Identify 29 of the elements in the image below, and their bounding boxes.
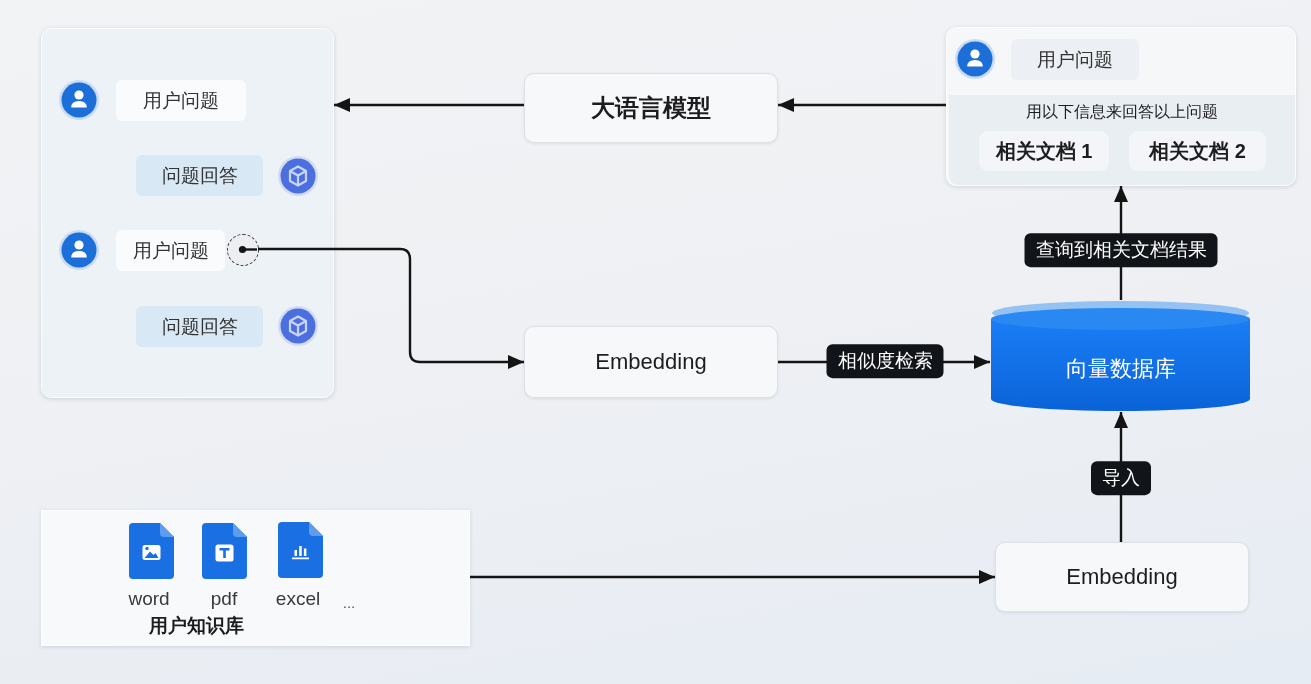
- edge-label: 查询到相关文档结果: [1024, 233, 1218, 267]
- knowledge-base-panel: [41, 510, 470, 646]
- file-label: excel: [275, 587, 321, 611]
- prompt-text: 用以下信息来回答以上问题: [1026, 102, 1218, 122]
- prompt-panel: [946, 27, 1296, 186]
- chat-panel: [41, 28, 334, 398]
- question-bubble: 用户问题: [116, 80, 246, 121]
- dashed-circle-icon: [227, 234, 259, 266]
- edge-label: 相似度检索: [826, 344, 944, 378]
- document-chip: 相关文档 2: [1129, 131, 1266, 171]
- database-label: 向量数据库: [1066, 355, 1176, 383]
- arrow: [258, 247, 524, 369]
- arrow: [470, 570, 995, 584]
- ellipsis: ...: [342, 594, 356, 612]
- file-label: word: [128, 587, 170, 611]
- document-chip: 相关文档 1: [979, 131, 1109, 171]
- arrow: [778, 98, 946, 112]
- process-box: 大语言模型: [524, 73, 778, 143]
- edge-label: 导入: [1091, 461, 1151, 495]
- context-panel: [949, 95, 1295, 185]
- question-bubble: 用户问题: [1011, 39, 1139, 80]
- file-label: pdf: [210, 587, 238, 611]
- panel-title: 用户知识库: [148, 614, 244, 638]
- question-bubble: 用户问题: [116, 230, 225, 271]
- answer-bubble: 问题回答: [136, 306, 263, 347]
- arrow: [334, 98, 524, 112]
- process-box: Embedding: [995, 542, 1249, 612]
- process-box: Embedding: [524, 326, 778, 398]
- answer-bubble: 问题回答: [136, 155, 263, 196]
